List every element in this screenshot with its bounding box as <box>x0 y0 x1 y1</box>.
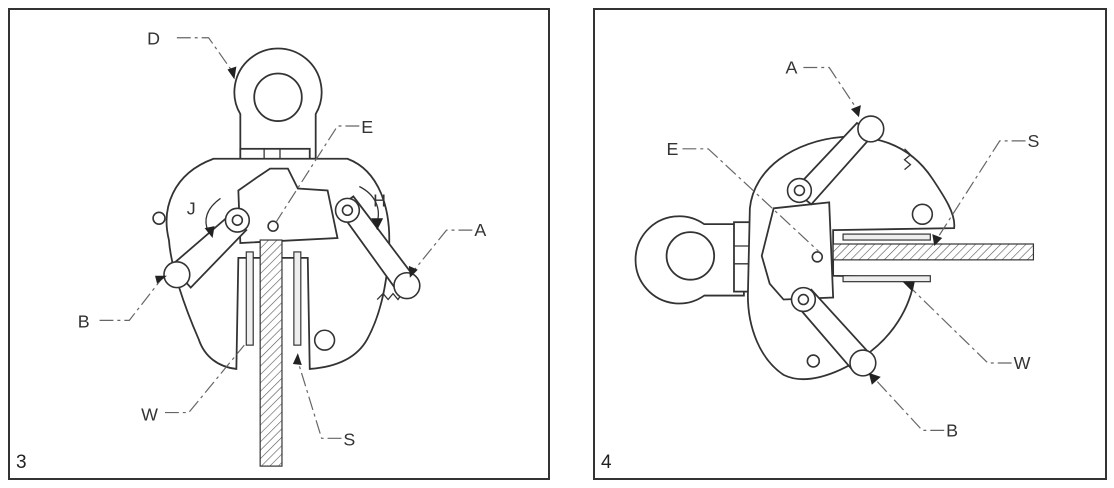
handle-a <box>393 271 421 300</box>
steel-plate <box>832 243 1035 261</box>
figure-3-drawing: D E J H A B W S <box>78 29 486 467</box>
screw-lower <box>806 354 821 368</box>
label-b: B <box>946 420 958 440</box>
figure-number: 4 <box>601 452 612 473</box>
locking-pin <box>911 203 934 225</box>
screw-e <box>267 220 279 232</box>
figure-number: 3 <box>16 452 27 473</box>
label-w: W <box>141 404 158 424</box>
label-a: A <box>474 220 486 240</box>
label-d: D <box>147 29 160 49</box>
screw-left <box>152 211 166 225</box>
label-a: A <box>786 57 798 77</box>
label-s: S <box>1027 131 1039 151</box>
pad-w <box>245 251 254 346</box>
label-b: B <box>78 311 90 331</box>
figure-3-panel: D E J H A B W S 3 <box>8 8 550 480</box>
lifting-eye <box>634 215 751 305</box>
spring-coil <box>376 292 403 301</box>
pad-s <box>293 251 302 346</box>
lever-b <box>790 286 877 377</box>
label-s: S <box>343 429 355 449</box>
locking-pin <box>313 329 336 351</box>
screw-e <box>811 251 824 263</box>
label-h: H <box>373 190 386 210</box>
label-e: E <box>667 139 679 159</box>
label-j: J <box>187 198 196 218</box>
spring-coil <box>903 148 912 171</box>
handle-b <box>163 261 191 289</box>
figure-4-panel: A E S W B 4 <box>593 8 1107 480</box>
label-e: E <box>361 117 373 137</box>
steel-plate <box>259 239 283 467</box>
lever-a <box>334 195 421 300</box>
clamp-body <box>152 157 403 370</box>
lifting-eye <box>233 47 323 166</box>
figure-4-drawing: A E S W B <box>634 57 1039 440</box>
pad-s <box>842 233 931 241</box>
handle-b <box>849 349 877 377</box>
lever-b <box>163 207 251 289</box>
lever-a <box>786 115 885 206</box>
handle-a <box>857 115 885 143</box>
pad-w <box>842 275 931 283</box>
label-w: W <box>1014 353 1031 373</box>
